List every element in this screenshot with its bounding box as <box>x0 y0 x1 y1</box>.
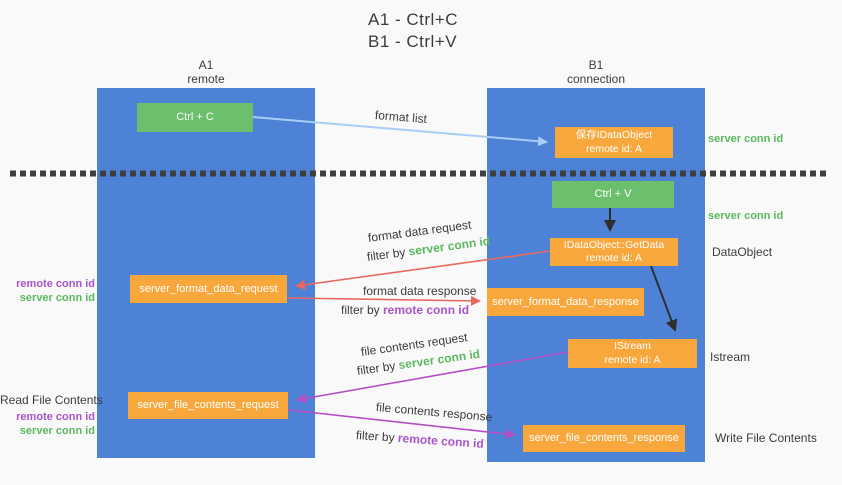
title-line-2: B1 - Ctrl+V <box>368 32 458 52</box>
filter-by-text: filter by <box>366 244 410 264</box>
diagram-title: A1 - Ctrl+C B1 - Ctrl+V <box>368 9 458 53</box>
server-format-data-response-box: server_format_data_response <box>487 288 644 316</box>
filter-by-text: filter by <box>356 358 400 378</box>
lane-b-name: B1 <box>588 58 604 72</box>
format-list-label: format list <box>374 108 428 127</box>
istream-line2: remote id: A <box>604 353 661 366</box>
file-contents-response-label: file contents response <box>375 400 493 425</box>
server-format-data-response-label: server_format_data_response <box>492 295 639 308</box>
dataobject-label: DataObject <box>712 245 773 259</box>
lane-b-header: B1 connection <box>487 58 705 87</box>
server-file-contents-response-box: server_file_contents_response <box>523 425 685 452</box>
save-dataobject-line2: remote id: A <box>585 142 643 155</box>
ctrl-v-box: Ctrl + V <box>552 181 674 208</box>
remote-conn-id-text: remote conn id <box>383 303 470 317</box>
title-line-1: A1 - Ctrl+C <box>368 10 459 29</box>
server-format-data-request-box: server_format_data_request <box>130 275 287 303</box>
filter-by-text: filter by <box>355 428 399 445</box>
ctrl-c-label: Ctrl + C <box>176 111 214 124</box>
read-file-contents-label: Read File Contents <box>0 393 103 407</box>
getdata-line2: remote id: A <box>585 252 643 264</box>
filter-by-text: filter by <box>341 303 384 317</box>
istream-box: IStream remote id: A <box>568 339 697 368</box>
server-file-contents-response-label: server_file_contents_response <box>529 432 679 445</box>
istream-line1: IStream <box>614 340 651 353</box>
right-server-conn-id-label-2: server conn id <box>708 210 784 222</box>
left-remote-conn-id-label-1: remote conn id <box>16 278 95 290</box>
format-data-response-label: format data response <box>363 284 477 298</box>
server-file-contents-request-box: server_file_contents_request <box>128 392 288 419</box>
istream-side-label: Istream <box>710 350 751 364</box>
getdata-line1: IDataObject::GetData <box>563 238 665 251</box>
ctrl-c-box: Ctrl + C <box>137 103 253 132</box>
right-server-conn-id-label-1: server conn id <box>708 133 784 145</box>
left-server-conn-id-label-1: server conn id <box>19 292 95 304</box>
lane-b-subtitle: connection <box>566 72 626 87</box>
server-file-contents-request-label: server_file_contents_request <box>137 399 279 412</box>
server-format-data-request-label: server_format_data_request <box>139 282 278 295</box>
file-contents-response-filter-label: filter by remote conn id <box>356 428 485 451</box>
left-server-conn-id-label-2: server conn id <box>19 425 95 437</box>
getdata-box: IDataObject::GetData remote id: A <box>550 238 678 266</box>
arrow-format-data-response <box>287 295 481 306</box>
left-remote-conn-id-label-2: remote conn id <box>16 411 95 423</box>
lane-a-header: A1 remote <box>97 58 315 87</box>
ctrl-v-label: Ctrl + V <box>594 188 632 201</box>
remote-conn-id-text: remote conn id <box>397 430 485 451</box>
save-dataobject-line1: 保存IDataObject <box>575 129 653 142</box>
lane-a-name: A1 <box>198 58 214 72</box>
format-data-response-filter-label: filter by remote conn id <box>341 303 469 317</box>
save-dataobject-box: 保存IDataObject remote id: A <box>555 127 673 158</box>
lane-a-subtitle: remote <box>187 72 225 87</box>
write-file-contents-label: Write File Contents <box>715 431 817 445</box>
